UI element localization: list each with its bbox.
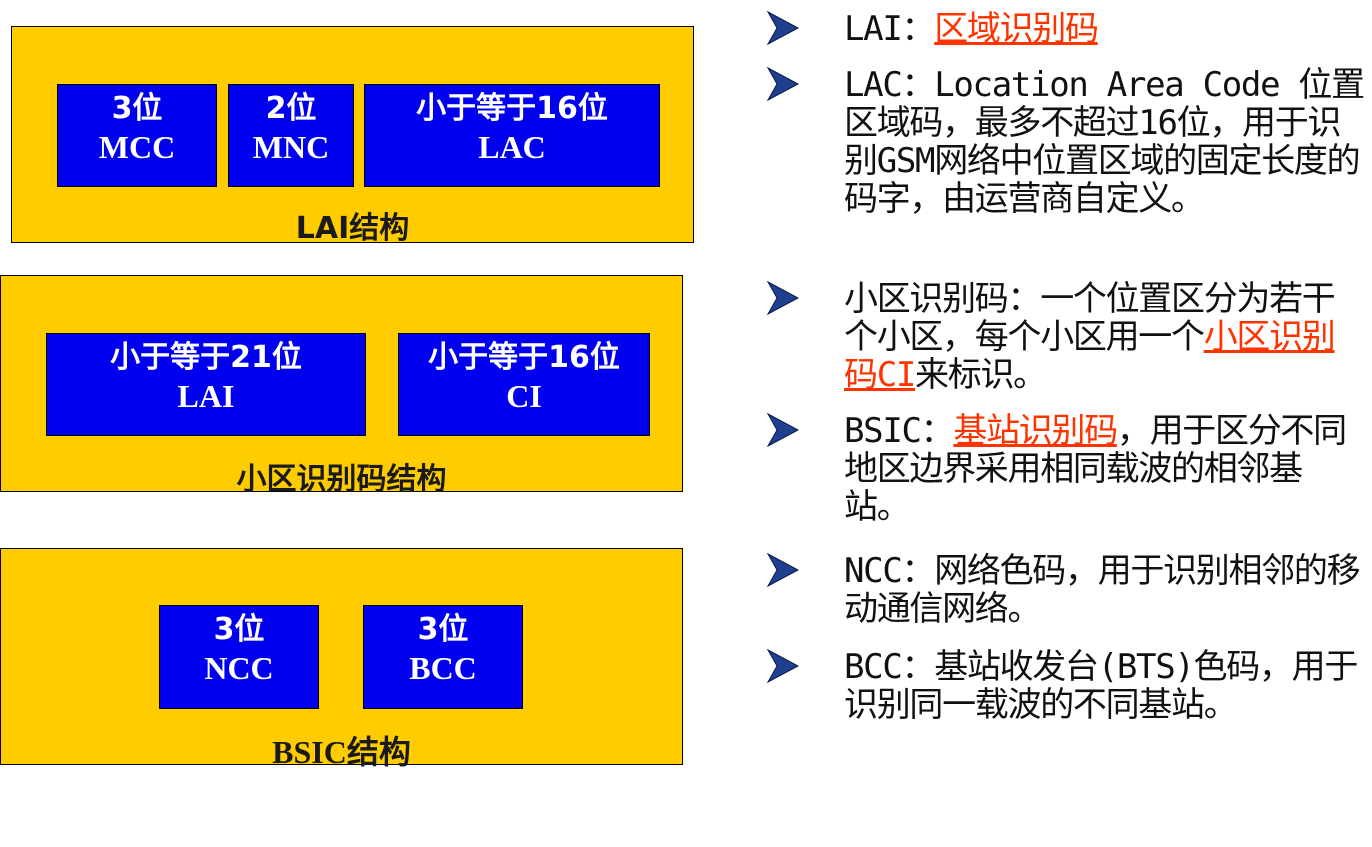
arrow-bullet-icon (766, 280, 800, 316)
cell-id-structure-caption: 小区识别码结构 (236, 462, 447, 497)
mnc-label: MNC (252, 129, 330, 165)
ncc-field: 3位 NCC (159, 605, 319, 709)
arrow-bullet-icon (766, 648, 800, 684)
bcc-bits: 3位 (417, 612, 469, 647)
arrow-bullet-icon (766, 10, 800, 46)
ncc-label: NCC (204, 650, 274, 686)
mcc-label: MCC (98, 129, 176, 165)
mcc-bits: 3位 (111, 91, 163, 126)
mnc-bits: 2位 (265, 91, 317, 126)
bullet-text: BCC：基站收发台(BTS)色码，用于识别同一载波的不同基站。 (844, 647, 1358, 725)
bsic-structure-panel: 3位 NCC 3位 BCC BSIC结构 (0, 548, 683, 770)
lai-field: 小于等于21位 LAI (46, 333, 366, 436)
cell-id-structure-panel: 小于等于21位 LAI 小于等于16位 CI 小区识别码结构 (0, 275, 683, 497)
ci-label: CI (506, 378, 542, 414)
mcc-field: 3位 MCC (57, 84, 217, 187)
arrow-bullet-icon (766, 66, 800, 102)
bullet-text: BSIC：基站识别码，用于区分不同地区边界采用相同载波的相邻基站。 (844, 411, 1347, 527)
ncc-bits: 3位 (213, 612, 265, 647)
arrow-bullet-icon (766, 552, 800, 588)
bullet-text: NCC：网络色码，用于识别相邻的移动通信网络。 (844, 551, 1361, 629)
arrow-bullet-icon (766, 412, 800, 448)
lai-label: LAI (177, 378, 235, 414)
bsic-structure-caption: BSIC结构 (272, 734, 411, 770)
lai-bits: 小于等于21位 (110, 340, 302, 375)
bcc-field: 3位 BCC (363, 605, 523, 709)
lac-bits: 小于等于16位 (416, 91, 608, 126)
ci-field: 小于等于16位 CI (398, 333, 650, 436)
bullet-text: 小区识别码：一个位置区分为若干个小区，每个小区用一个小区识别码CI来标识。 (844, 279, 1336, 395)
mnc-field: 2位 MNC (228, 84, 354, 187)
bullet-text: LAI：区域识别码 (844, 9, 1099, 49)
lac-field: 小于等于16位 LAC (364, 84, 660, 187)
bcc-label: BCC (409, 650, 477, 686)
lai-structure-panel: 3位 MCC 2位 MNC 小于等于16位 LAC LAI结构 (11, 26, 694, 246)
lac-label: LAC (478, 129, 546, 165)
lai-structure-caption: LAI结构 (295, 211, 410, 246)
bullet-text: LAC：Location Area Code 位置区域码，最多不超过16位，用于… (844, 65, 1365, 219)
ci-bits: 小于等于16位 (428, 340, 620, 375)
